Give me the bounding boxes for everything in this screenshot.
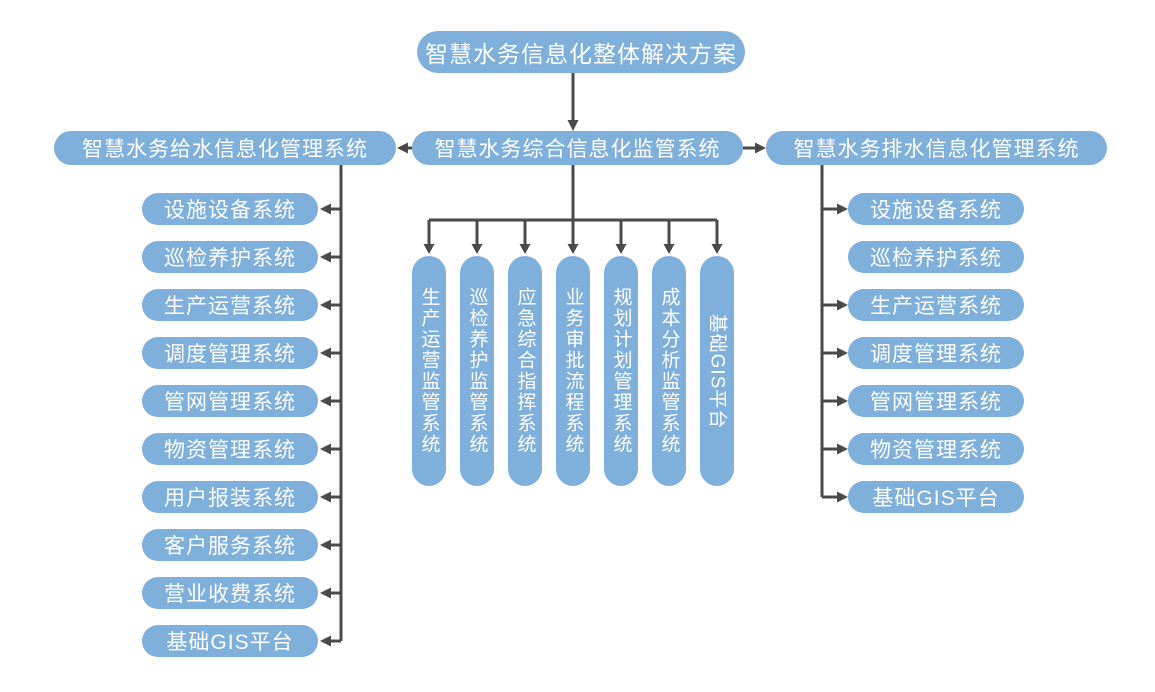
center-pill-node[interactable]: 巡检养护监管系统 (460, 256, 494, 486)
left-item-node-label: 生产运营系统 (164, 295, 296, 318)
branch-node-drainage[interactable]: 智慧水务排水信息化管理系统 (766, 131, 1107, 165)
right-item-node[interactable]: 管网管理系统 (848, 385, 1024, 417)
left-item-node-label: 物资管理系统 (164, 439, 296, 462)
left-item-node[interactable]: 管网管理系统 (142, 385, 318, 417)
center-pill-node[interactable]: 应急综合指挥系统 (508, 256, 542, 486)
right-item-node-label: 管网管理系统 (870, 391, 1002, 414)
left-item-node-label: 用户报装系统 (164, 487, 296, 510)
left-item-node[interactable]: 巡检养护系统 (142, 241, 318, 273)
center-pill-node-label: 成本分析监管系统 (658, 287, 680, 455)
root-node[interactable]: 智慧水务信息化整体解决方案 (417, 31, 745, 73)
left-item-node-label: 基础GIS平台 (166, 631, 294, 654)
center-pill-node-label: 巡检养护监管系统 (466, 287, 488, 455)
center-pill-node[interactable]: 业务审批流程系统 (556, 256, 590, 486)
left-item-node[interactable]: 营业收费系统 (142, 577, 318, 609)
center-pill-node-label: 生产运营监管系统 (418, 287, 440, 455)
center-pill-node-label: 业务审批流程系统 (562, 287, 584, 455)
left-item-node-label: 客户服务系统 (164, 535, 296, 558)
left-item-node-label: 设施设备系统 (164, 199, 296, 222)
right-item-node-label: 物资管理系统 (870, 439, 1002, 462)
right-item-node-label: 基础GIS平台 (872, 487, 1000, 510)
left-item-node[interactable]: 物资管理系统 (142, 433, 318, 465)
left-item-node-label: 营业收费系统 (164, 583, 296, 606)
center-pill-node[interactable]: 生产运营监管系统 (412, 256, 446, 486)
right-item-node-label: 设施设备系统 (870, 199, 1002, 222)
connector-right-stubs (822, 207, 839, 499)
right-item-node[interactable]: 调度管理系统 (848, 337, 1024, 369)
center-pill-node[interactable]: 成本分析监管系统 (652, 256, 686, 486)
right-item-node[interactable]: 基础GIS平台 (848, 481, 1024, 513)
left-item-node-label: 管网管理系统 (164, 391, 296, 414)
left-item-node[interactable]: 基础GIS平台 (142, 625, 318, 657)
left-item-node[interactable]: 调度管理系统 (142, 337, 318, 369)
left-item-node[interactable]: 客户服务系统 (142, 529, 318, 561)
center-pill-node-label: 规划计划管理系统 (610, 287, 632, 455)
right-item-node[interactable]: 物资管理系统 (848, 433, 1024, 465)
center-pill-node[interactable]: 规划计划管理系统 (604, 256, 638, 486)
left-item-node-label: 调度管理系统 (164, 343, 296, 366)
right-item-node[interactable]: 生产运营系统 (848, 289, 1024, 321)
branch-node-water-supply[interactable]: 智慧水务给水信息化管理系统 (54, 131, 396, 165)
right-item-node[interactable]: 设施设备系统 (848, 193, 1024, 225)
left-item-node-label: 巡检养护系统 (164, 247, 296, 270)
connector-left-stubs (330, 207, 341, 643)
left-item-node[interactable]: 设施设备系统 (142, 193, 318, 225)
right-item-node-label: 生产运营系统 (870, 295, 1002, 318)
connector-center-bus (429, 165, 717, 222)
right-item-node-label: 调度管理系统 (870, 343, 1002, 366)
branch-node-supervision[interactable]: 智慧水务综合信息化监管系统 (412, 131, 743, 165)
center-pill-node-label: 应急综合指挥系统 (514, 287, 536, 455)
left-item-node[interactable]: 用户报装系统 (142, 481, 318, 513)
center-pill-node[interactable]: 基础GIS平台 (700, 256, 734, 486)
right-item-node-label: 巡检养护系统 (870, 247, 1002, 270)
right-item-node[interactable]: 巡检养护系统 (848, 241, 1024, 273)
left-item-node[interactable]: 生产运营系统 (142, 289, 318, 321)
connector-center-drops (427, 220, 719, 245)
center-pill-node-label: 基础GIS平台 (706, 313, 728, 429)
